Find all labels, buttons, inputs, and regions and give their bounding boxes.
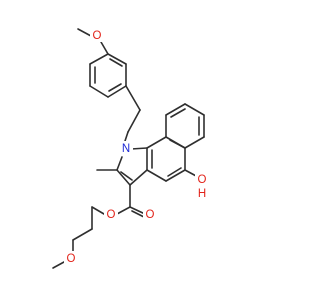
double-bond xyxy=(169,139,186,149)
oxygen-atom-label: O xyxy=(67,253,76,265)
bond xyxy=(146,136,167,149)
label-backdrop xyxy=(64,251,78,266)
benzo-ring xyxy=(165,103,205,149)
bond xyxy=(184,103,205,116)
bond xyxy=(52,261,65,269)
bond xyxy=(146,169,167,182)
oxygen-atom-label: O xyxy=(146,209,155,221)
bond xyxy=(165,103,186,116)
oxygen-atom-label: O xyxy=(93,30,102,42)
bond xyxy=(184,136,205,149)
label-backdrop xyxy=(143,207,157,222)
label-backdrop xyxy=(195,186,209,201)
bond xyxy=(89,85,109,98)
methoxyphenyl-ring xyxy=(89,53,127,98)
label-backdrop xyxy=(90,28,104,42)
pyrrole-ring xyxy=(96,147,148,186)
double-bond xyxy=(167,167,182,177)
bond xyxy=(130,147,148,150)
bond xyxy=(116,156,123,171)
central-ring xyxy=(146,136,186,182)
bond xyxy=(91,206,105,215)
nitrogen-atom-label: N xyxy=(122,143,130,155)
oxygen-atom-label: O xyxy=(107,209,116,221)
bond xyxy=(125,85,141,111)
label-backdrop xyxy=(195,172,209,187)
double-bond xyxy=(170,108,186,118)
ester-group xyxy=(52,184,147,269)
bond xyxy=(89,53,109,65)
bond xyxy=(165,169,186,182)
atom-labels: O N O H O O O xyxy=(64,28,209,266)
bond xyxy=(129,206,146,215)
oxygen-atom-label: O xyxy=(198,174,207,186)
label-backdrop xyxy=(104,207,118,222)
double-bond xyxy=(108,83,122,92)
molecule-canvas: O N O H O O O xyxy=(52,28,209,269)
bond xyxy=(100,41,109,55)
ethyl-linker xyxy=(124,85,141,142)
bond xyxy=(124,131,129,142)
bond xyxy=(116,206,131,215)
label-backdrop xyxy=(119,141,133,156)
molecule-structure-diagram: O N O H O O O xyxy=(52,28,209,269)
double-bond xyxy=(120,171,133,181)
bond xyxy=(107,85,127,98)
bond xyxy=(127,109,141,133)
top-methoxy-group xyxy=(77,28,109,55)
bond xyxy=(129,169,148,186)
bond xyxy=(77,28,92,37)
hydrogen-atom-label: H xyxy=(198,188,206,200)
double-bond xyxy=(109,58,123,67)
bond xyxy=(116,169,131,186)
bond xyxy=(107,53,127,65)
bond xyxy=(72,228,93,241)
